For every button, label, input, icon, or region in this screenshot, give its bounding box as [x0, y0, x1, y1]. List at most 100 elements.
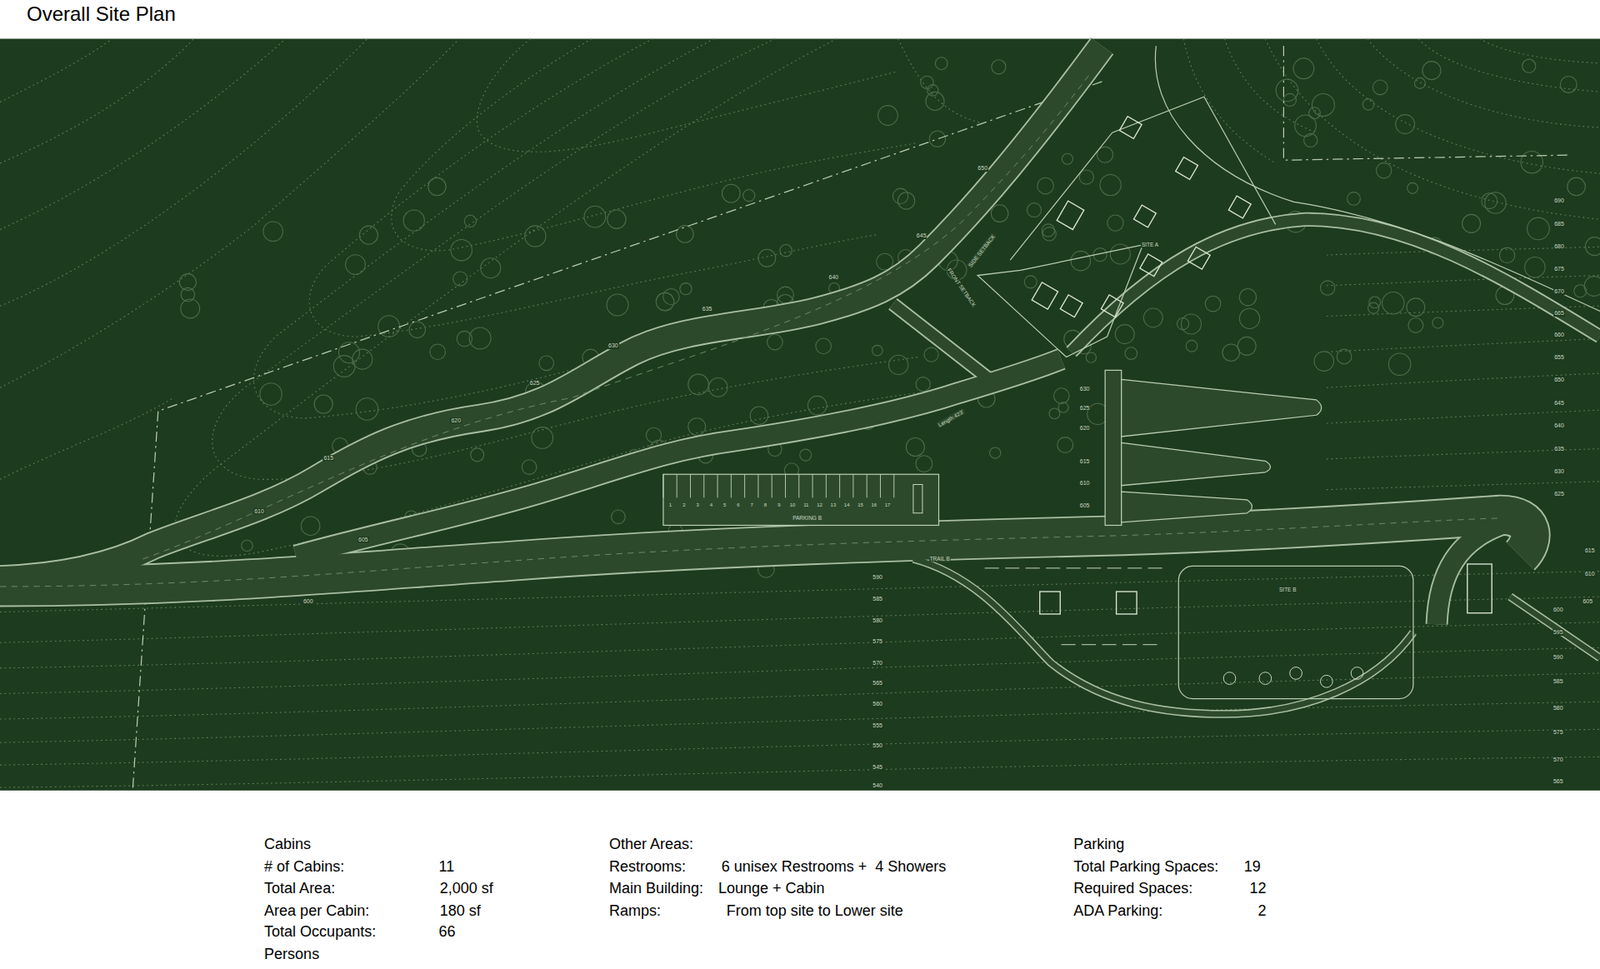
- tree-symbol: [480, 258, 501, 279]
- plan-path: [295, 359, 1061, 556]
- contour-number: 605: [357, 536, 370, 544]
- plan-path: [0, 45, 1102, 580]
- contour-number: 580: [1552, 705, 1565, 712]
- plan-label: SITE B: [1278, 586, 1298, 593]
- tree-symbol: [924, 347, 939, 362]
- tree-symbol: [333, 355, 355, 378]
- contour-number: 625: [1079, 405, 1091, 412]
- tree-symbol: [531, 427, 554, 450]
- plan-rect: [913, 485, 923, 514]
- plan-path: [1480, 39, 1600, 64]
- tree-symbol: [929, 130, 945, 147]
- plan-line: [690, 474, 691, 498]
- tree-symbol: [777, 286, 795, 304]
- plan-path: [309, 39, 878, 337]
- tree-symbol: [1372, 80, 1388, 95]
- tree-symbol: [456, 330, 472, 346]
- tree-symbol: [179, 274, 196, 291]
- contour-number: 620: [1079, 425, 1091, 432]
- plan-line: [825, 474, 827, 498]
- contour-number: 600: [302, 599, 315, 606]
- tree-symbol: [1481, 193, 1498, 210]
- tree-symbol: [991, 60, 1006, 75]
- tree-symbol: [1061, 153, 1073, 165]
- stall-number: 17: [884, 502, 892, 509]
- plan-line: [676, 474, 678, 498]
- tree-symbol: [1395, 115, 1415, 135]
- tree-symbol: [1239, 289, 1256, 306]
- contour-number: 645: [1553, 400, 1565, 407]
- plan-rect: [1228, 195, 1251, 219]
- tree-symbol: [1049, 408, 1060, 420]
- plan-rect: [1031, 282, 1058, 310]
- plan-path: [1436, 525, 1500, 625]
- plan-path: [0, 39, 286, 230]
- tree-symbol: [1368, 302, 1380, 314]
- tree-symbol: [1037, 177, 1055, 195]
- contour-number: 585: [1552, 678, 1565, 685]
- tree-symbol: [1320, 280, 1335, 295]
- plan-path: [0, 701, 1600, 743]
- tree-symbol: [1223, 672, 1236, 685]
- stall-number: 8: [763, 502, 768, 509]
- stall-number: 13: [830, 502, 838, 509]
- stall-number: 7: [750, 502, 755, 509]
- tree-symbol: [750, 406, 769, 425]
- tree-symbol: [464, 215, 476, 227]
- plan-rect: [1119, 116, 1142, 140]
- tree-symbol: [607, 210, 626, 229]
- tree-symbol: [1525, 257, 1545, 278]
- tree-symbol: [905, 437, 925, 456]
- contour-number: 570: [871, 660, 884, 667]
- plan-line: [730, 474, 732, 498]
- tree-symbol: [915, 455, 933, 473]
- contour-number: 555: [871, 722, 884, 730]
- plan-path: [1326, 373, 1600, 388]
- plan-path: [0, 596, 1600, 643]
- tree-symbol: [521, 460, 537, 475]
- table-cell: Persons: [264, 946, 320, 964]
- tree-symbol: [403, 210, 425, 231]
- plan-path: [132, 81, 1102, 791]
- stall-number: 16: [870, 502, 878, 509]
- plan-rect: [1187, 246, 1210, 270]
- plan-path: [391, 39, 919, 251]
- tree-symbol: [378, 315, 400, 338]
- contour-number: 680: [1553, 243, 1565, 250]
- plan-rect: [1133, 205, 1156, 228]
- plan-path: [892, 304, 995, 384]
- tree-symbol: [1304, 133, 1318, 147]
- tree-symbol: [1057, 437, 1074, 454]
- tree-symbol: [339, 342, 360, 364]
- tree-symbol: [1407, 182, 1419, 194]
- stall-number: 1: [668, 502, 673, 509]
- table-cell: 2: [1258, 903, 1267, 920]
- stall-number: 10: [789, 502, 797, 509]
- plan-path: [0, 39, 460, 389]
- plan-line: [812, 474, 814, 498]
- tree-symbol: [1027, 203, 1042, 218]
- contour-number: 610: [253, 508, 265, 515]
- plan-path: [1283, 45, 1571, 160]
- tree-symbol: [1024, 275, 1037, 289]
- tree-symbol: [469, 327, 491, 350]
- table-cell: 12: [1250, 880, 1267, 898]
- contour-number: 660: [1553, 331, 1565, 339]
- tree-symbol: [758, 249, 776, 267]
- drawing-group: [1031, 116, 1492, 615]
- plan-path: [898, 39, 980, 123]
- contour-number: 590: [1552, 654, 1565, 661]
- plan-path: [1121, 442, 1271, 485]
- tree-symbol: [1107, 215, 1124, 231]
- tree-symbol: [990, 447, 1001, 459]
- tree-symbol: [878, 105, 899, 126]
- tree-symbol: [1520, 150, 1543, 173]
- tree-symbol: [606, 294, 629, 316]
- tree-symbol: [815, 338, 832, 355]
- plan-path: [142, 71, 1092, 560]
- tree-symbol: [1085, 352, 1096, 363]
- plan-line: [985, 567, 1164, 569]
- table-cell: 19: [1244, 859, 1261, 876]
- plan-rect: [1178, 565, 1414, 699]
- plan-rect: [1116, 591, 1137, 615]
